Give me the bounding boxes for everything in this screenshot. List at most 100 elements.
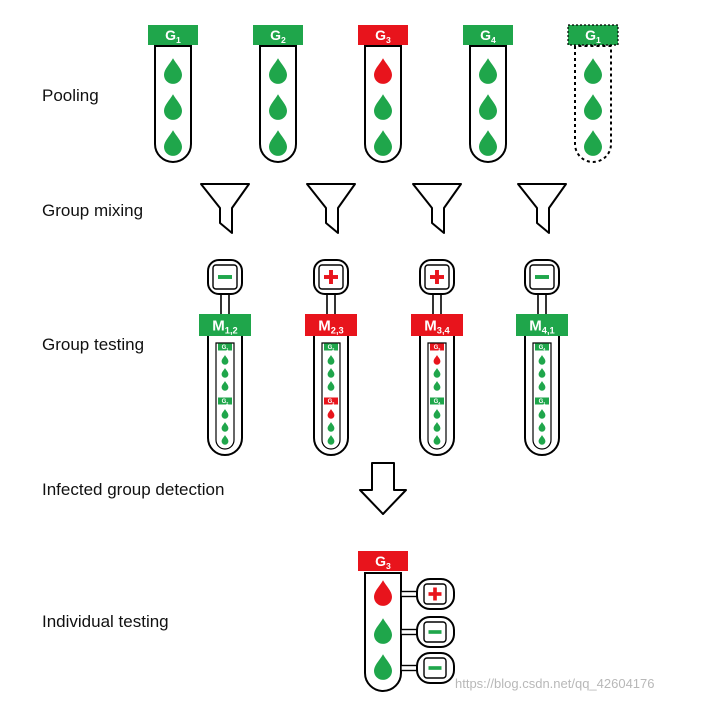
sample-drop xyxy=(479,94,497,120)
sample-drop xyxy=(538,409,546,419)
sample-drop xyxy=(327,355,335,365)
sample-drop xyxy=(584,94,602,120)
sample-drop xyxy=(221,409,229,419)
sample-drop xyxy=(538,368,546,378)
sub-group-label-box xyxy=(535,397,549,405)
result-sign-icon-bar-v xyxy=(433,587,437,601)
sample-drop xyxy=(269,58,287,84)
result-sign-icon-bar-h xyxy=(218,275,232,279)
sample-drop xyxy=(327,435,335,445)
inner-tube-outline xyxy=(532,342,552,450)
sample-drop xyxy=(327,409,335,419)
result-sign-icon-bar-v xyxy=(435,270,439,284)
step-label-pooling: Pooling xyxy=(42,86,99,105)
inner-tube-outline xyxy=(427,342,447,450)
group-label-box xyxy=(358,551,408,571)
sub-group-label-text: G1 xyxy=(222,345,229,351)
sample-drop xyxy=(433,381,441,391)
sample-drop xyxy=(221,355,229,365)
sub-group-label-text: G2 xyxy=(328,345,335,351)
funnel-4 xyxy=(517,183,567,234)
group-label-box xyxy=(463,25,513,45)
sample-drop xyxy=(374,580,392,606)
watermark: https://blog.csdn.net/qq_42604176 xyxy=(455,676,655,691)
sub-group-label-box xyxy=(535,343,549,351)
funnel-2 xyxy=(306,183,356,234)
result-sign-icon-bar-h xyxy=(535,275,549,279)
funnel-outline xyxy=(200,183,250,234)
pool-tube-3: G3 xyxy=(358,25,408,163)
inner-tube-outline xyxy=(215,342,235,450)
sample-drop xyxy=(479,130,497,156)
result-sign-icon-bar-h xyxy=(428,666,442,670)
funnel-3 xyxy=(412,183,462,234)
pool-tube-5: G1 xyxy=(567,24,619,163)
group-label-box xyxy=(358,25,408,45)
mix-label-box xyxy=(516,314,568,336)
sample-drop xyxy=(374,618,392,644)
group-label-box xyxy=(567,24,619,46)
sub-group-label-text: G3 xyxy=(434,345,441,351)
sub-group-label-text: G2 xyxy=(222,399,229,405)
sample-drop xyxy=(269,94,287,120)
mix-label-box xyxy=(305,314,357,336)
sample-drop xyxy=(221,368,229,378)
sub-group-label-box xyxy=(218,397,232,405)
sample-drop xyxy=(538,435,546,445)
sub-group-label-box xyxy=(430,343,444,351)
sample-drop xyxy=(327,422,335,432)
result-sign-icon-bar-v xyxy=(329,270,333,284)
mix-label-box xyxy=(411,314,463,336)
individual-result-3 xyxy=(400,652,455,684)
pool-tube-1: G1 xyxy=(148,25,198,163)
sample-drop xyxy=(538,422,546,432)
step-label-group-testing: Group testing xyxy=(42,335,145,354)
step-label-infected-group-detection: Infected group detection xyxy=(42,480,225,499)
sample-drop xyxy=(433,422,441,432)
sample-drop xyxy=(327,381,335,391)
sample-drop xyxy=(433,368,441,378)
group-label-box xyxy=(253,25,303,45)
arrow-outline xyxy=(359,462,407,515)
funnel-outline xyxy=(412,183,462,234)
step-label-group-mixing: Group mixing xyxy=(42,201,144,220)
funnel-outline xyxy=(517,183,567,234)
sample-drop xyxy=(269,130,287,156)
sub-group-label-text: G4 xyxy=(539,345,547,351)
funnel-outline xyxy=(306,183,356,234)
sample-drop xyxy=(538,381,546,391)
sub-group-label-box xyxy=(430,397,444,405)
sub-group-label-text: G1 xyxy=(539,399,546,405)
sample-drop xyxy=(164,58,183,84)
funnel-1 xyxy=(200,183,250,234)
sub-group-label-box xyxy=(218,343,232,351)
sample-drop xyxy=(584,130,602,156)
sub-group-label-box xyxy=(324,397,338,405)
sample-drop xyxy=(584,58,602,84)
step-label-individual-testing: Individual testing xyxy=(42,612,169,631)
sub-group-label-text: G4 xyxy=(434,399,442,405)
sample-drop xyxy=(374,654,392,680)
pool-tube-2: G2 xyxy=(253,25,303,163)
pool-tube-4: G4 xyxy=(463,25,513,163)
sample-drop xyxy=(479,58,497,84)
sample-drop xyxy=(221,435,229,445)
sample-drop xyxy=(374,94,392,120)
group-label-box xyxy=(148,25,198,45)
sample-drop xyxy=(221,422,229,432)
sample-drop xyxy=(433,435,441,445)
individual-result-2 xyxy=(400,616,455,648)
mix-label-box xyxy=(199,314,251,336)
sample-drop xyxy=(374,130,392,156)
sub-group-label-box xyxy=(324,343,338,351)
individual-result-1 xyxy=(400,578,455,610)
sample-drop xyxy=(374,58,392,84)
individual-tube: G3 xyxy=(358,551,455,692)
sample-drop xyxy=(221,381,229,391)
sample-drop xyxy=(327,368,335,378)
